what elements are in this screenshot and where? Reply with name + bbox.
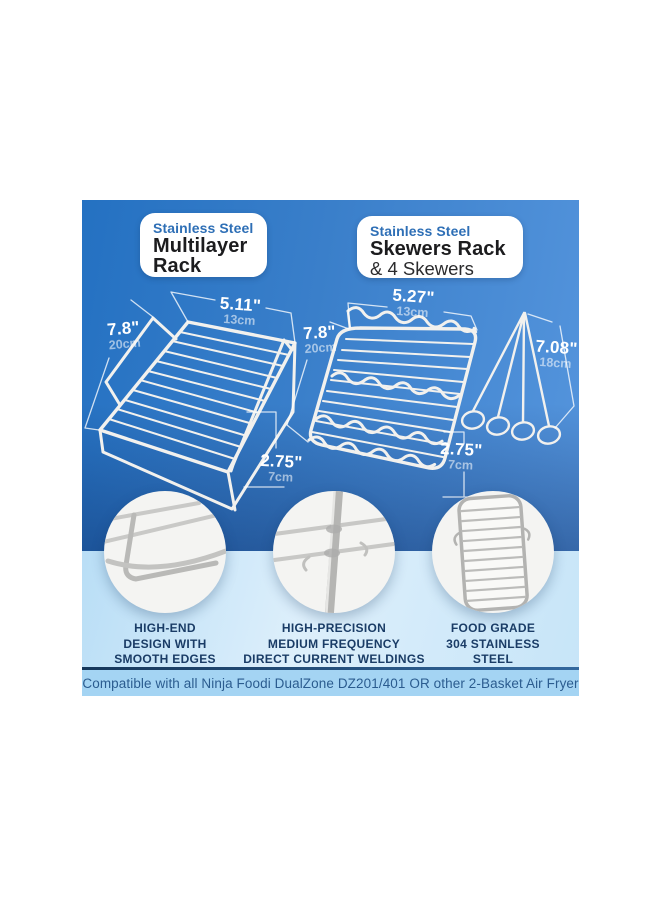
badge-material: Stainless Steel bbox=[370, 223, 471, 239]
dim-right-height: 2.75" 7cm bbox=[422, 439, 500, 474]
product-illustration bbox=[84, 291, 575, 512]
feature-caption-smooth-edges: HIGH-END DESIGN WITH SMOOTH EDGES bbox=[114, 621, 216, 666]
badge-multilayer-rack: Stainless Steel Multilayer Rack bbox=[140, 213, 267, 277]
badge-material: Stainless Steel bbox=[153, 220, 254, 236]
divider-line bbox=[82, 667, 579, 670]
smooth-edges-photo-circle bbox=[104, 491, 226, 613]
food-grade-photo-circle bbox=[432, 491, 554, 613]
compatibility-text: Compatible with all Ninja Foodi DualZone… bbox=[82, 675, 579, 691]
skewers-drawing bbox=[460, 311, 562, 445]
badge-skewers-rack: Stainless Steel Skewers Rack & 4 Skewers bbox=[357, 216, 523, 279]
compatibility-bar: Compatible with all Ninja Foodi DualZone… bbox=[82, 667, 579, 696]
badge-name-line2: & 4 Skewers bbox=[370, 258, 474, 279]
dim-left-height: 2.75" 7cm bbox=[242, 451, 320, 486]
dimension-lines bbox=[84, 291, 575, 498]
feature-caption-weldings: HIGH-PRECISION MEDIUM FREQUENCY DIRECT C… bbox=[243, 621, 425, 666]
dim-right-depth: 7.8" 20cm bbox=[281, 321, 359, 357]
welding-photo-circle bbox=[273, 491, 395, 613]
steel-rack-topview bbox=[453, 494, 531, 612]
badge-name-line1: Skewers Rack bbox=[370, 238, 506, 260]
multilayer-rack-drawing bbox=[98, 316, 297, 512]
badge-name-line1: Multilayer bbox=[153, 235, 248, 257]
dim-skewer-length: 7.08" 18cm bbox=[517, 336, 595, 372]
dim-left-depth: 7.8" 20cm bbox=[85, 317, 163, 355]
smooth-edges-closeup bbox=[104, 501, 226, 582]
badge-name-line2: Rack bbox=[153, 255, 202, 277]
dim-left-width: 5.11" 13cm bbox=[201, 293, 279, 329]
feature-caption-food-grade: FOOD GRADE 304 STAINLESS STEEL bbox=[446, 621, 540, 666]
weld-joint-closeup bbox=[273, 491, 395, 613]
dim-right-width: 5.27" 13cm bbox=[374, 285, 452, 321]
